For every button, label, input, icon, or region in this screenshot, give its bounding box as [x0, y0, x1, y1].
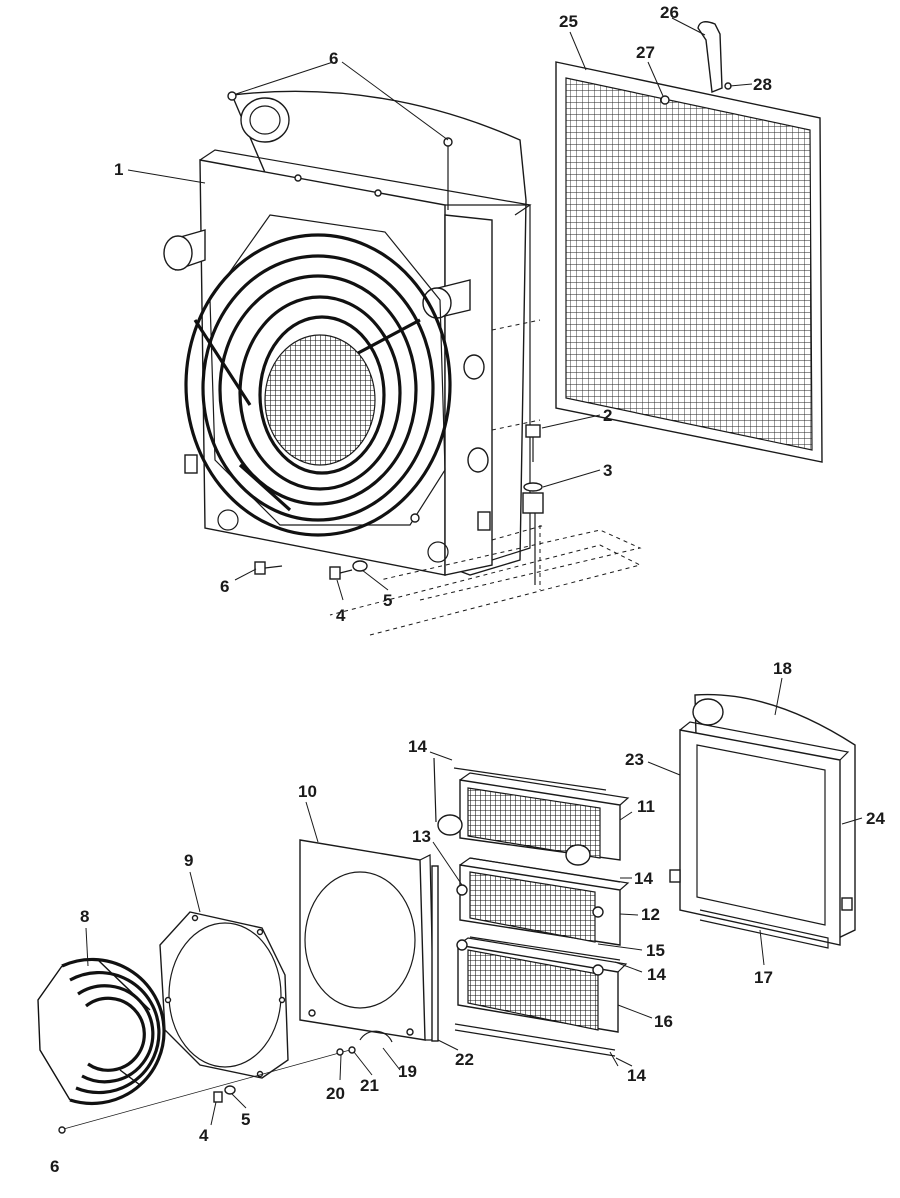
callout-24: 24	[866, 809, 885, 828]
callout-18: 18	[773, 659, 792, 678]
callout-9: 9	[184, 851, 193, 870]
callout-14: 14	[627, 1066, 646, 1085]
seal-strips	[433, 757, 621, 1057]
fan-guard-spiral	[184, 233, 452, 537]
callout-21: 21	[360, 1076, 379, 1095]
callout-5: 5	[383, 591, 392, 610]
callout-12: 12	[641, 905, 660, 924]
fan-shroud-plate	[299, 839, 435, 1043]
fasteners-bottom	[58, 1046, 356, 1134]
callout-22: 22	[455, 1050, 474, 1069]
cooler-core-middle	[456, 857, 630, 946]
cooler-core-lower	[456, 937, 628, 1033]
callout-16: 16	[654, 1012, 673, 1031]
bolt-washer-nut-stack	[522, 424, 544, 585]
seal-strip	[431, 865, 439, 1042]
callout-11: 11	[637, 797, 655, 816]
callout-4: 4	[199, 1126, 209, 1145]
cooler-core-upper	[437, 772, 630, 866]
callout-6: 6	[329, 49, 338, 68]
callout-6: 6	[220, 577, 229, 596]
callout-17: 17	[754, 968, 773, 987]
callout-25: 25	[559, 12, 578, 31]
callout-8: 8	[80, 907, 89, 926]
callout-10: 10	[298, 782, 317, 801]
radiator-assembly-top	[163, 90, 532, 576]
callout-labels: 1 2 3 4 5 6 6 25 26 27 28 18 23 24 17 14…	[50, 3, 885, 1176]
fasteners-top-assembly	[254, 560, 368, 580]
callout-26: 26	[660, 3, 679, 22]
callout-3: 3	[603, 461, 612, 480]
callout-4: 4	[336, 606, 346, 625]
callout-14: 14	[647, 965, 666, 984]
callout-2: 2	[603, 406, 612, 425]
leader-lines	[85, 17, 863, 1126]
callout-20: 20	[326, 1084, 345, 1103]
callout-15: 15	[646, 941, 665, 960]
callout-27: 27	[636, 43, 655, 62]
debris-screen	[555, 21, 823, 463]
callout-14: 14	[634, 869, 653, 888]
callout-28: 28	[753, 75, 772, 94]
callout-13: 13	[412, 827, 431, 846]
shroud-ring	[159, 911, 289, 1079]
callout-1: 1	[114, 160, 123, 179]
callout-19: 19	[398, 1062, 417, 1081]
mounting-outline-dashed	[329, 319, 642, 636]
callout-6: 6	[50, 1157, 59, 1176]
callout-14: 14	[408, 737, 427, 756]
radiator-frame	[669, 693, 856, 949]
callout-5: 5	[241, 1110, 250, 1129]
fan-guard-exploded	[37, 957, 166, 1106]
callout-23: 23	[625, 750, 644, 769]
